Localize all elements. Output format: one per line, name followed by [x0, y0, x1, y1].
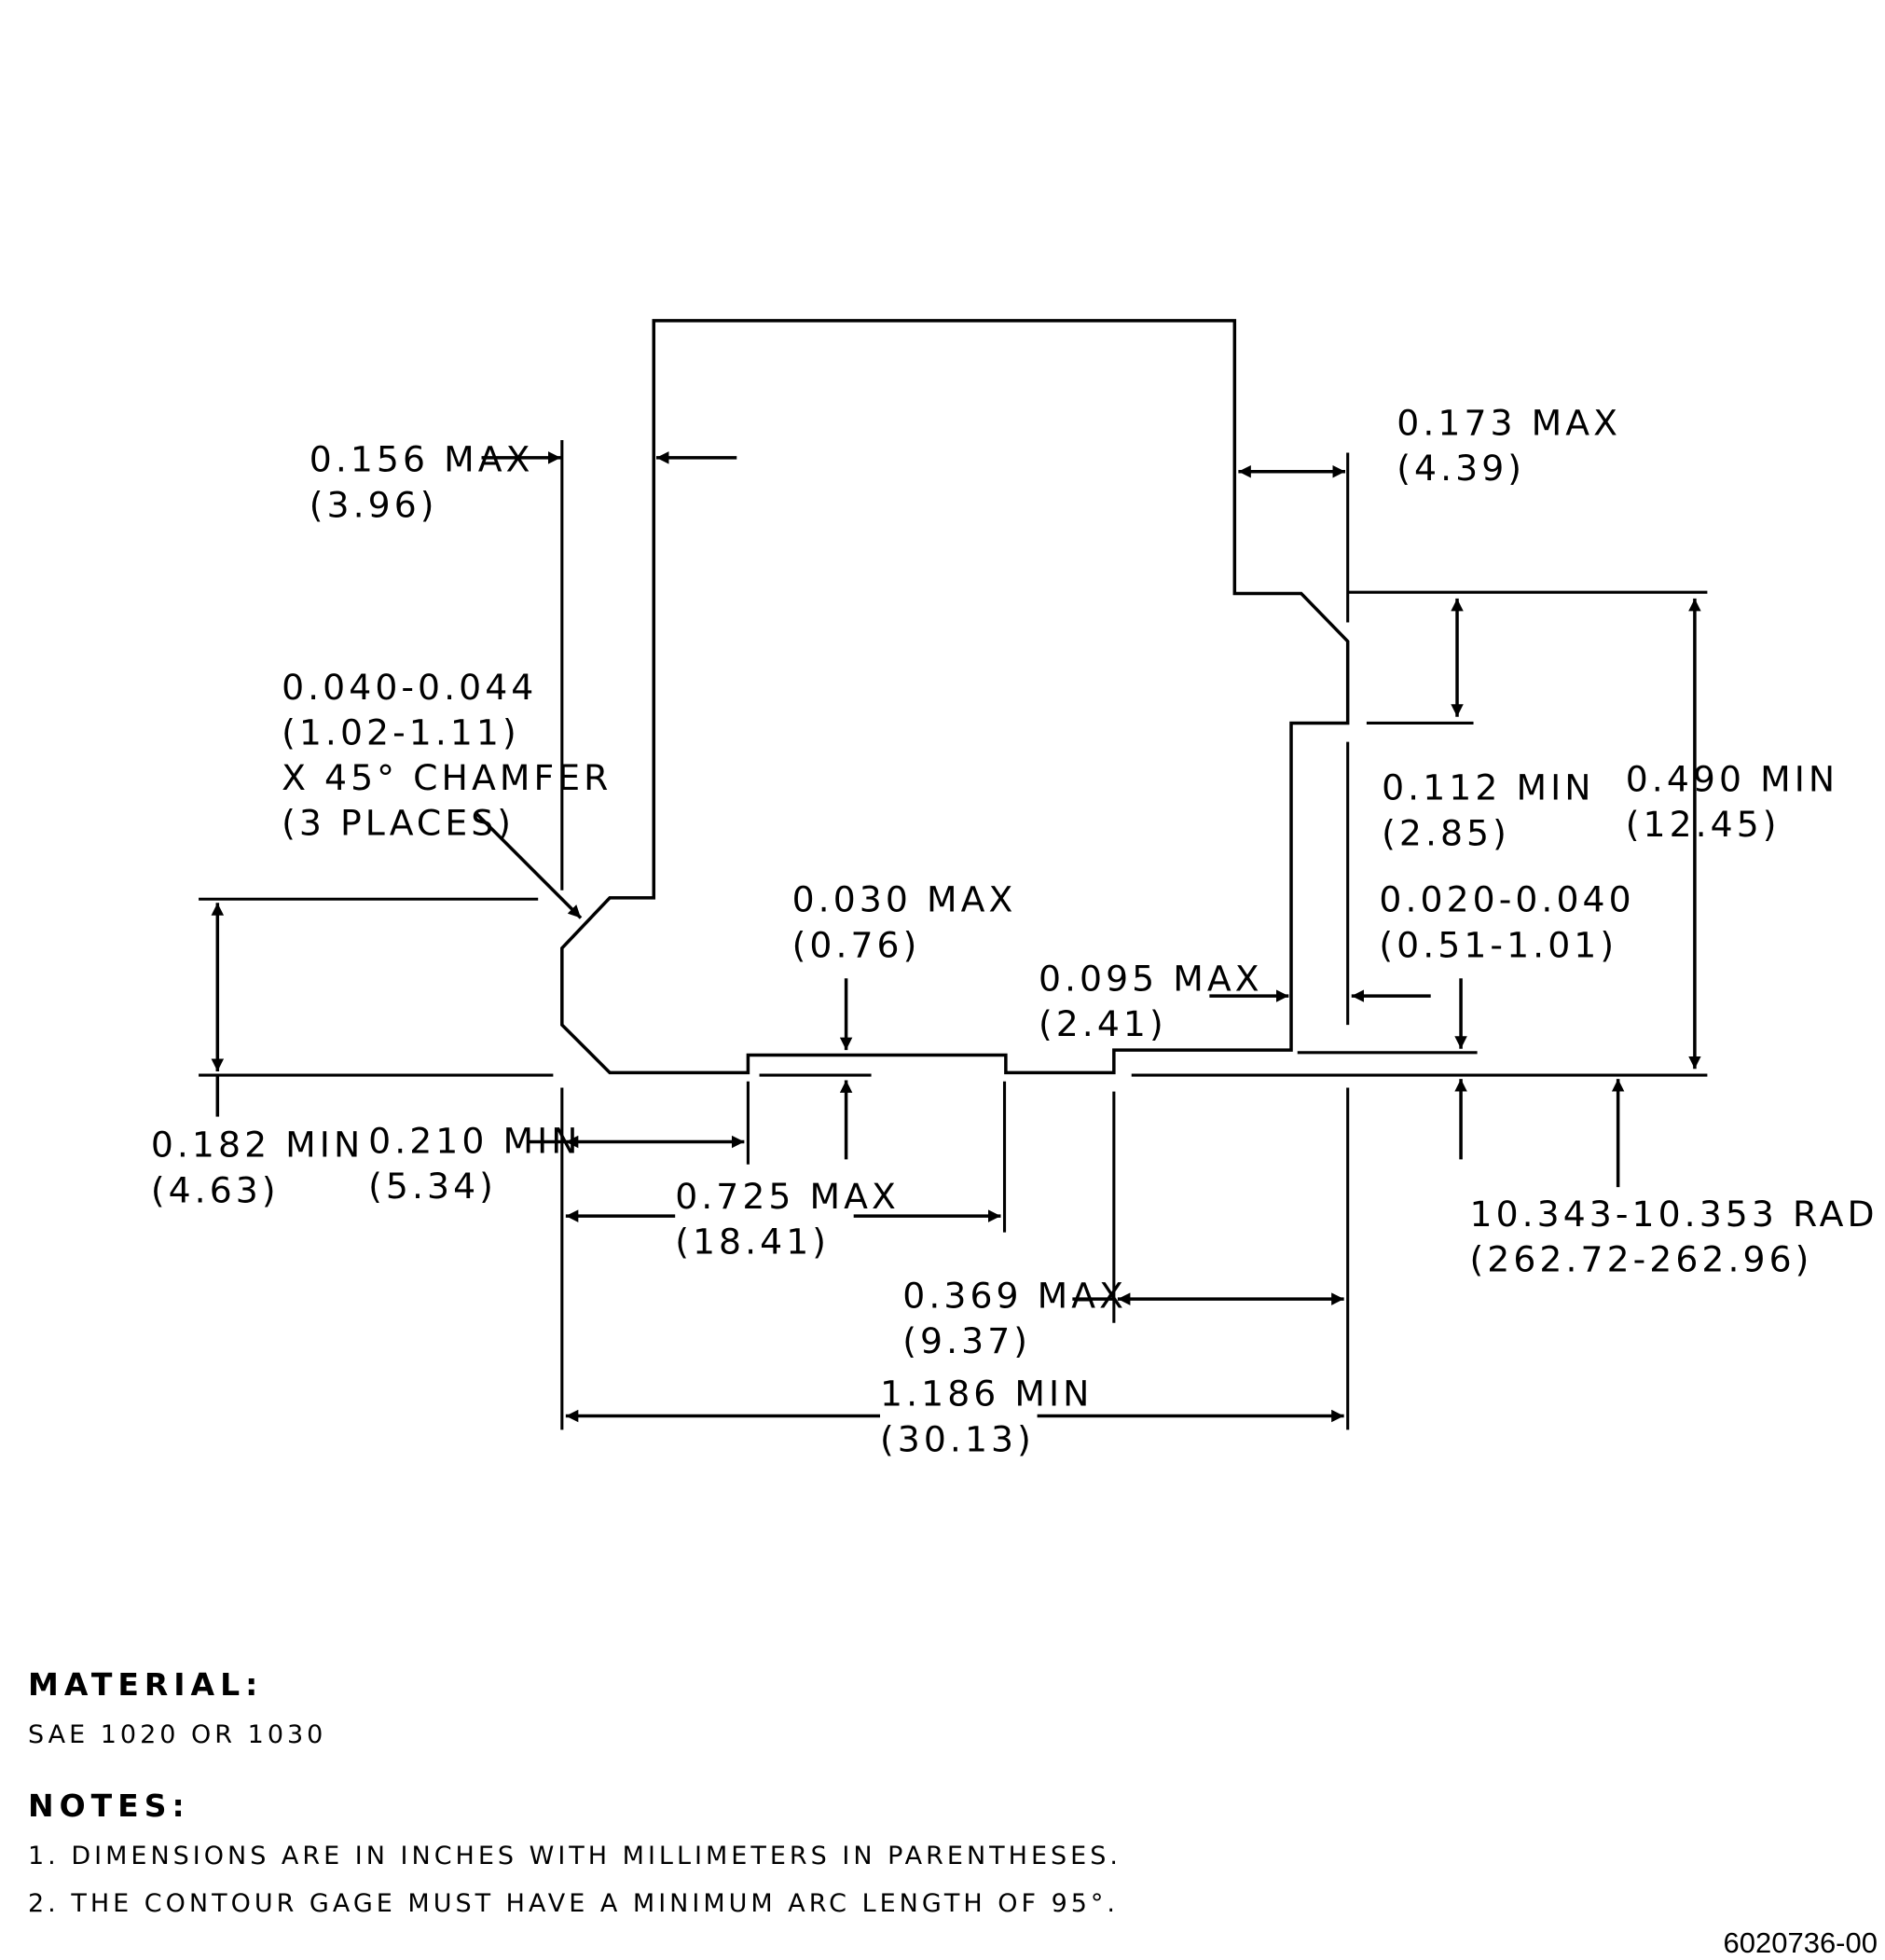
note-item: 2. THE CONTOUR GAGE MUST HAVE A MINIMUM … — [28, 1889, 1120, 1918]
extension-lines — [199, 440, 1708, 1430]
dim-156-in: 0.156 MAX — [310, 439, 534, 480]
dim-030-mm: (0.76) — [792, 924, 921, 965]
dim-1186-mm: (30.13) — [880, 1418, 1035, 1459]
dim-490-mm: (12.45) — [1626, 804, 1781, 845]
note-item: 1. DIMENSIONS ARE IN INCHES WITH MILLIME… — [28, 1842, 1121, 1870]
chamfer-note: X 45° CHAMFER — [282, 757, 612, 798]
dim-020-mm: (0.51-1.01) — [1379, 924, 1617, 965]
chamfer-places: (3 PLACES) — [282, 802, 515, 843]
dim-020-in: 0.020-0.040 — [1379, 879, 1634, 920]
dim-369-mm: (9.37) — [902, 1320, 1031, 1361]
chamfer-mm: (1.02-1.11) — [282, 711, 520, 752]
dim-182-mm: (4.63) — [151, 1169, 280, 1210]
dim-369-in: 0.369 MAX — [902, 1276, 1127, 1317]
figure-id: 6020736-00 — [1723, 1926, 1878, 1959]
dim-210-in: 0.210 MIN — [368, 1121, 581, 1162]
dim-rad-in: 10.343-10.353 RAD — [1470, 1194, 1878, 1235]
dim-095-in: 0.095 MAX — [1039, 959, 1263, 1000]
dim-rad-mm: (262.72-262.96) — [1470, 1238, 1813, 1279]
dimension-arrows — [211, 451, 1701, 1423]
material-heading: MATERIAL: — [28, 1666, 264, 1703]
dim-725-mm: (18.41) — [675, 1222, 830, 1263]
gage-profile — [560, 319, 1350, 1075]
dim-182-in: 0.182 MIN — [151, 1125, 364, 1166]
dim-725-in: 0.725 MAX — [675, 1176, 900, 1217]
dim-173-in: 0.173 MAX — [1397, 403, 1621, 444]
dim-1186-in: 1.186 MIN — [880, 1373, 1093, 1415]
dim-030-in: 0.030 MAX — [792, 879, 1017, 920]
dim-156-mm: (3.96) — [310, 484, 438, 525]
dim-210-mm: (5.34) — [368, 1166, 497, 1207]
dim-173-mm: (4.39) — [1397, 448, 1525, 489]
dim-490-in: 0.490 MIN — [1626, 758, 1838, 799]
dim-112-in: 0.112 MIN — [1382, 767, 1594, 808]
chamfer-in: 0.040-0.044 — [282, 667, 537, 708]
dim-095-mm: (2.41) — [1039, 1003, 1167, 1044]
notes-heading: NOTES: — [28, 1787, 190, 1824]
material-text: SAE 1020 OR 1030 — [28, 1720, 327, 1749]
dim-112-mm: (2.85) — [1382, 812, 1510, 853]
